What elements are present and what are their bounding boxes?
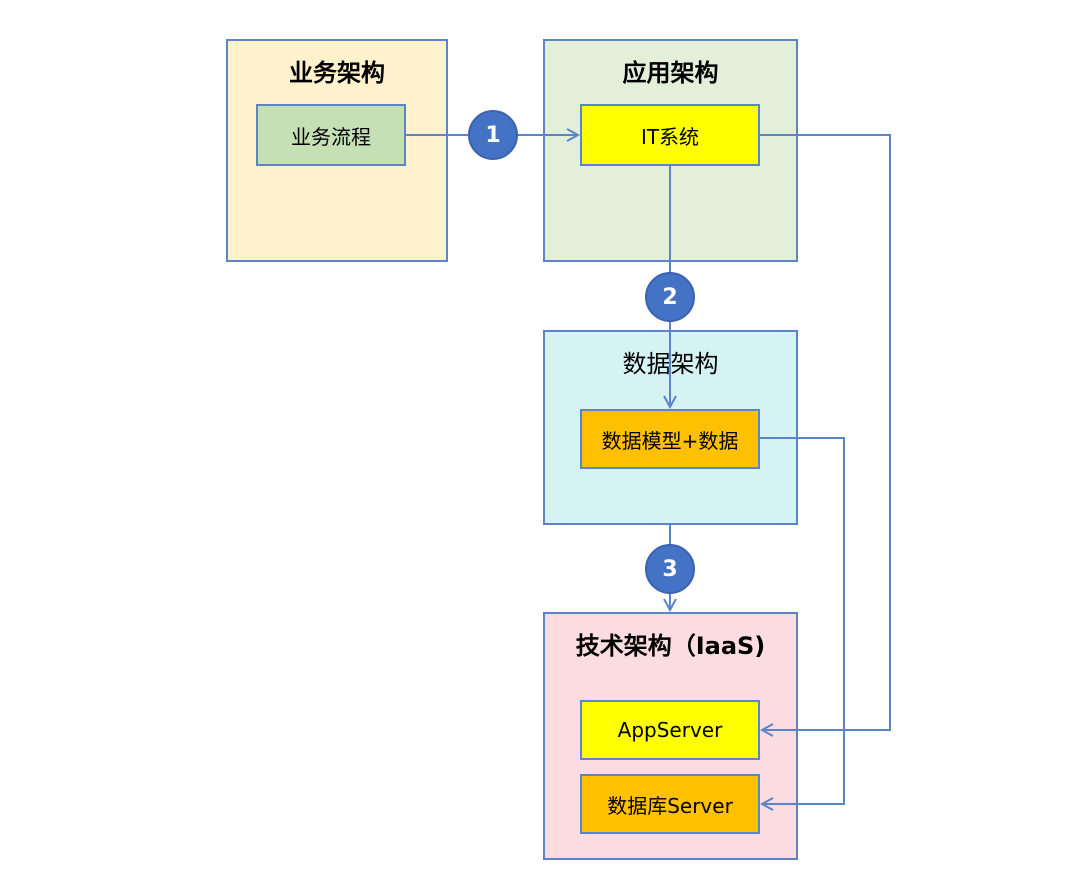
it-system-node: IT系统 <box>580 104 760 166</box>
database-server-node: 数据库Server <box>580 774 760 834</box>
data-architecture-title: 数据架构 <box>622 350 719 378</box>
business-process-node: 业务流程 <box>256 104 406 166</box>
technology-architecture-title: 技术架构（IaaS) <box>575 632 766 660</box>
application-architecture-title: 应用架构 <box>622 59 719 87</box>
business-architecture-title: 业务架构 <box>289 59 385 87</box>
data-model-node: 数据模型+数据 <box>580 409 760 469</box>
step-badge-1: 1 <box>468 110 518 160</box>
app-server-node: AppServer <box>580 700 760 760</box>
step-badge-2: 2 <box>645 272 695 322</box>
step-badge-3: 3 <box>645 544 695 594</box>
